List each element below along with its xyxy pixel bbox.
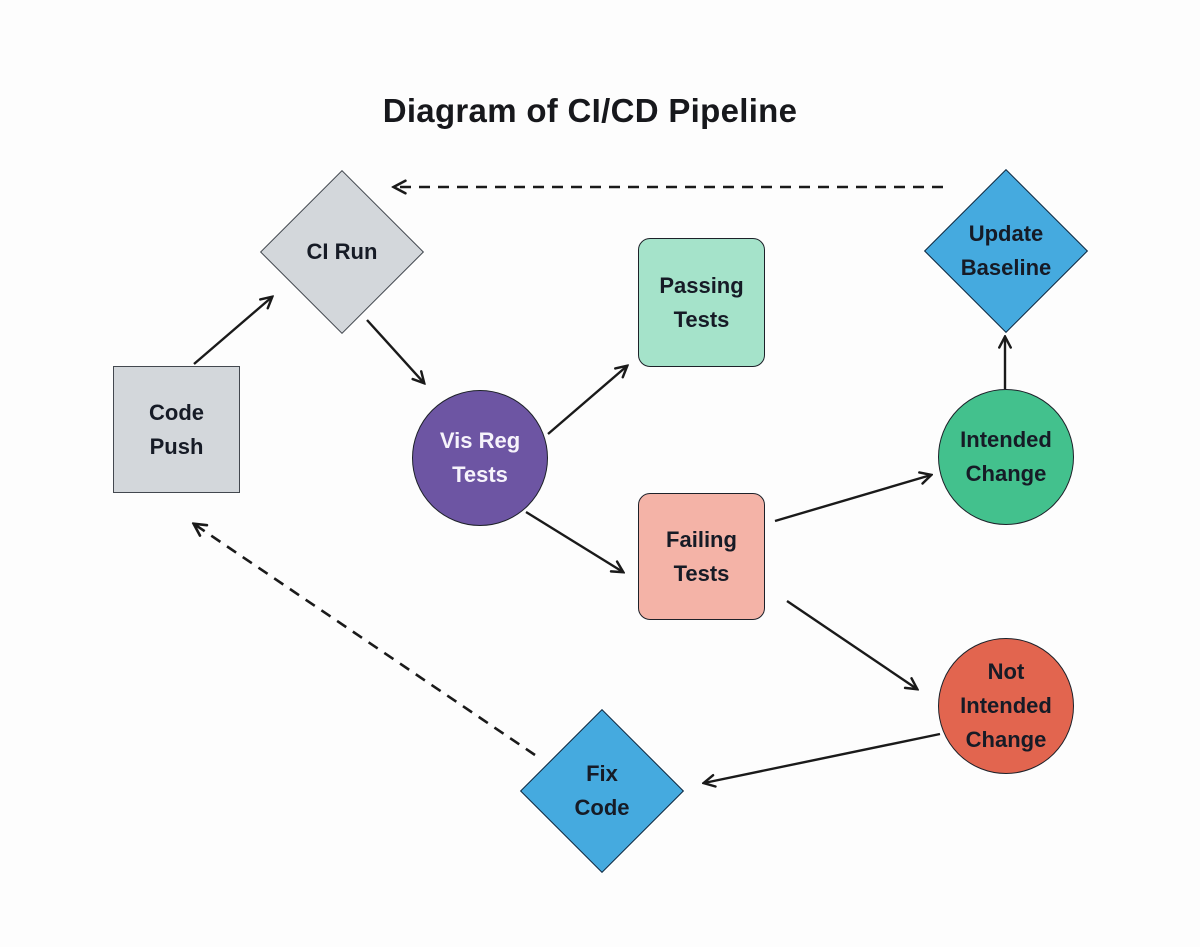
node-intended-change-label: Intended Change (960, 427, 1052, 486)
node-fix-code-label: Fix Code (574, 761, 630, 820)
node-passing-tests: Passing Tests (638, 238, 765, 367)
edge-not-intended-change-to-fix-code (704, 732, 941, 783)
node-vis-reg-tests-label: Vis Reg Tests (439, 428, 521, 487)
edge-failing-tests-to-intended-change (774, 475, 931, 523)
edge-vis-reg-tests-to-failing-tests (525, 510, 623, 572)
node-passing-tests-label: Passing Tests (659, 272, 744, 332)
node-ci-run: CI Run (259, 169, 425, 335)
edge-fix-code-to-code-push-dashed (194, 524, 536, 757)
node-not-intended-change: Not Intended Change (938, 638, 1074, 774)
node-ci-run-label: CI Run (306, 239, 378, 264)
edge-vis-reg-tests-to-passing-tests (547, 366, 627, 435)
node-vis-reg-tests: Vis Reg Tests (412, 390, 548, 526)
node-code-push-label: Code Push (149, 399, 204, 459)
node-failing-tests-label: Failing Tests (666, 526, 737, 586)
node-not-intended-change-label: Not Intended Change (960, 659, 1052, 752)
node-fix-code: Fix Code (519, 708, 685, 874)
edge-failing-tests-to-not-intended-change (786, 600, 917, 689)
node-code-push: Code Push (113, 366, 240, 493)
node-failing-tests: Failing Tests (638, 493, 765, 620)
diagram-title: Diagram of CI/CD Pipeline (382, 92, 798, 130)
node-update-baseline: Update Baseline (923, 168, 1089, 334)
node-intended-change: Intended Change (938, 389, 1074, 525)
node-update-baseline-label: Update Baseline (960, 221, 1052, 280)
